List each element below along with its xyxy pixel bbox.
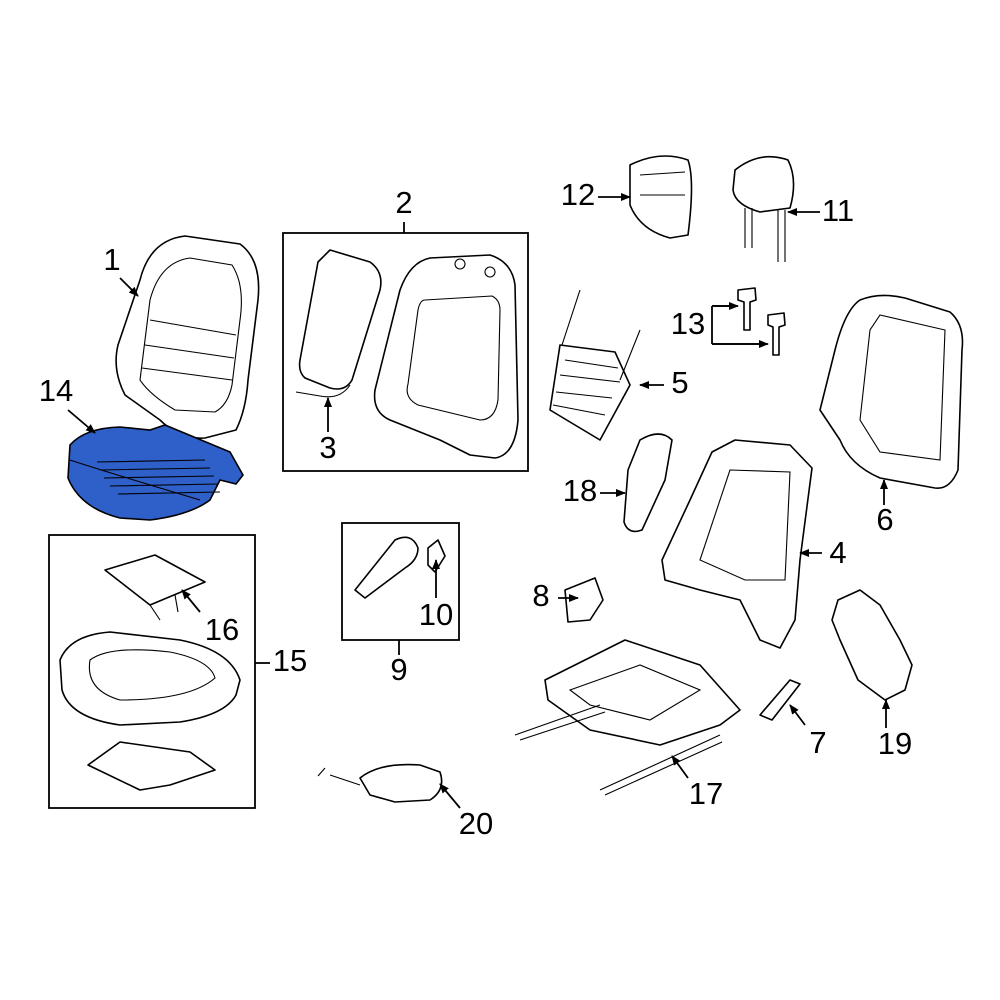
callout-4[interactable]: 4 <box>829 535 846 570</box>
group-box-15 <box>48 534 256 809</box>
callout-5[interactable]: 5 <box>671 365 688 400</box>
group-box-2 <box>282 232 529 472</box>
part-7-trim-strip[interactable] <box>759 679 801 721</box>
callout-2[interactable]: 2 <box>395 185 412 220</box>
callout-19[interactable]: 19 <box>878 726 912 761</box>
callout-10[interactable]: 10 <box>419 597 453 632</box>
callout-17[interactable]: 17 <box>689 776 723 811</box>
part-5-seat-spring[interactable] <box>549 289 641 441</box>
part-12-headrest[interactable] <box>629 155 693 239</box>
callout-12[interactable]: 12 <box>561 177 595 212</box>
leader-arrows <box>67 193 890 809</box>
part-1-seat-back-cover[interactable] <box>115 235 260 439</box>
part-14-seat-cushion-cover[interactable] <box>67 424 244 521</box>
part-17-seat-track[interactable] <box>514 639 741 796</box>
part-8-trim-cover[interactable] <box>564 577 604 623</box>
callout-13[interactable]: 13 <box>671 306 705 341</box>
part-18-side-shield[interactable] <box>623 433 673 533</box>
part-3-wire-harness[interactable] <box>295 384 351 398</box>
callout-15[interactable]: 15 <box>273 643 307 678</box>
part-4-seat-back-frame[interactable] <box>661 439 813 649</box>
callout-11[interactable]: 11 <box>822 193 854 228</box>
part-2-seat-back-panel[interactable] <box>298 249 519 459</box>
part-16-sensor-mat[interactable] <box>104 554 206 621</box>
part-19-side-panel[interactable] <box>831 589 913 701</box>
part-15-seat-cushion[interactable] <box>59 631 241 791</box>
callout-6[interactable]: 6 <box>876 502 893 537</box>
part-20-switch-harness[interactable] <box>317 763 443 803</box>
callout-8[interactable]: 8 <box>532 578 549 613</box>
callout-3[interactable]: 3 <box>319 430 336 465</box>
callout-9[interactable]: 9 <box>390 652 407 687</box>
callout-16[interactable]: 16 <box>205 612 239 647</box>
callout-18[interactable]: 18 <box>563 473 597 508</box>
part-6-seat-back-trim[interactable] <box>819 294 964 489</box>
callout-7[interactable]: 7 <box>809 725 826 760</box>
callout-14[interactable]: 14 <box>39 373 73 408</box>
part-9-lumbar-knob[interactable] <box>354 536 446 599</box>
part-11-headrest[interactable] <box>732 155 795 262</box>
part-13-headrest-guides[interactable] <box>737 287 786 356</box>
group-box-9 <box>341 522 460 641</box>
callout-1[interactable]: 1 <box>103 242 120 277</box>
callout-20[interactable]: 20 <box>459 806 493 841</box>
